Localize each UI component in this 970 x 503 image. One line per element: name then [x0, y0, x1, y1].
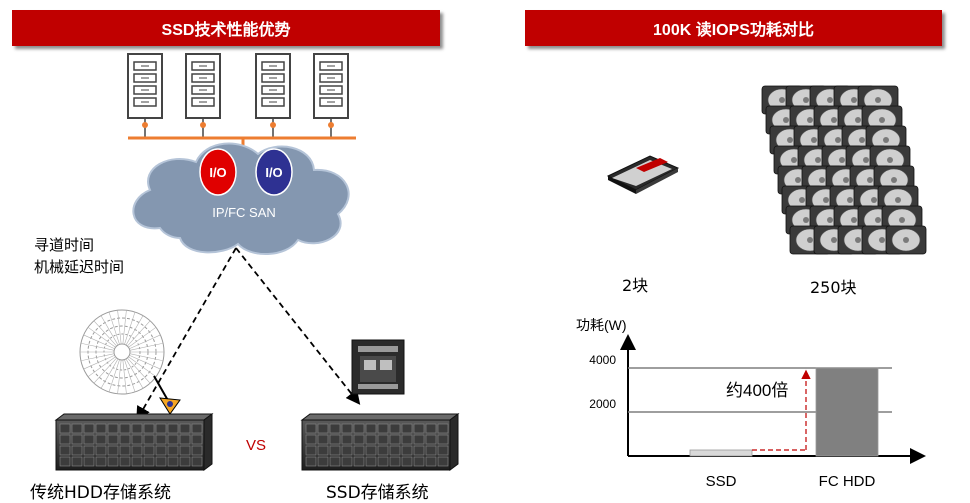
- hdd-system-label: 传统HDD存储系统: [30, 483, 171, 503]
- x-tick-label: SSD: [706, 473, 737, 490]
- io-label-red: I/O: [209, 165, 226, 180]
- y-tick-label: 2000: [589, 397, 616, 411]
- server-icon: [313, 53, 349, 138]
- ssd-module-icon: [351, 339, 405, 395]
- io-badge-blue: I/O: [255, 148, 293, 196]
- bar: [689, 449, 753, 457]
- seek-time-label: 寻道时间: [34, 236, 95, 254]
- left-panel-title: SSD技术性能优势: [12, 10, 440, 46]
- hdd-disk-icon: [885, 225, 927, 255]
- right-panel-title: 100K 读IOPS功耗对比: [525, 10, 942, 46]
- ssd-storage-rack: [300, 413, 460, 471]
- io-label-blue: I/O: [265, 165, 282, 180]
- y-tick-label: 4000: [589, 353, 616, 367]
- cloud-label: IP/FC SAN: [212, 205, 276, 220]
- ratio-annotation: 约400倍: [726, 381, 788, 400]
- hdd-array-icon: [761, 85, 927, 255]
- ssd-device-icon: [606, 155, 680, 194]
- hdd-platter-icon: [79, 309, 165, 395]
- server-icon: [185, 53, 221, 138]
- chart-ylabel: 功耗(W): [576, 317, 627, 333]
- ssd-count-label: 2块: [622, 276, 649, 295]
- vs-label: VS: [246, 437, 266, 454]
- hdd-storage-rack: [54, 413, 214, 471]
- ssd-system-label: SSD存储系统: [326, 483, 429, 503]
- server-icon: [127, 53, 163, 138]
- server-icon: [255, 53, 291, 138]
- san-cloud: [132, 142, 350, 256]
- read-head-icon: [153, 375, 181, 415]
- x-tick-label: FC HDD: [819, 473, 876, 490]
- io-badge-red: I/O: [199, 148, 237, 196]
- connection-arrows: [136, 247, 361, 422]
- hdd-count-label: 250块: [810, 278, 857, 297]
- server-group: [127, 53, 349, 138]
- rotational-latency-label: 机械延迟时间: [34, 258, 125, 276]
- bar: [815, 367, 879, 457]
